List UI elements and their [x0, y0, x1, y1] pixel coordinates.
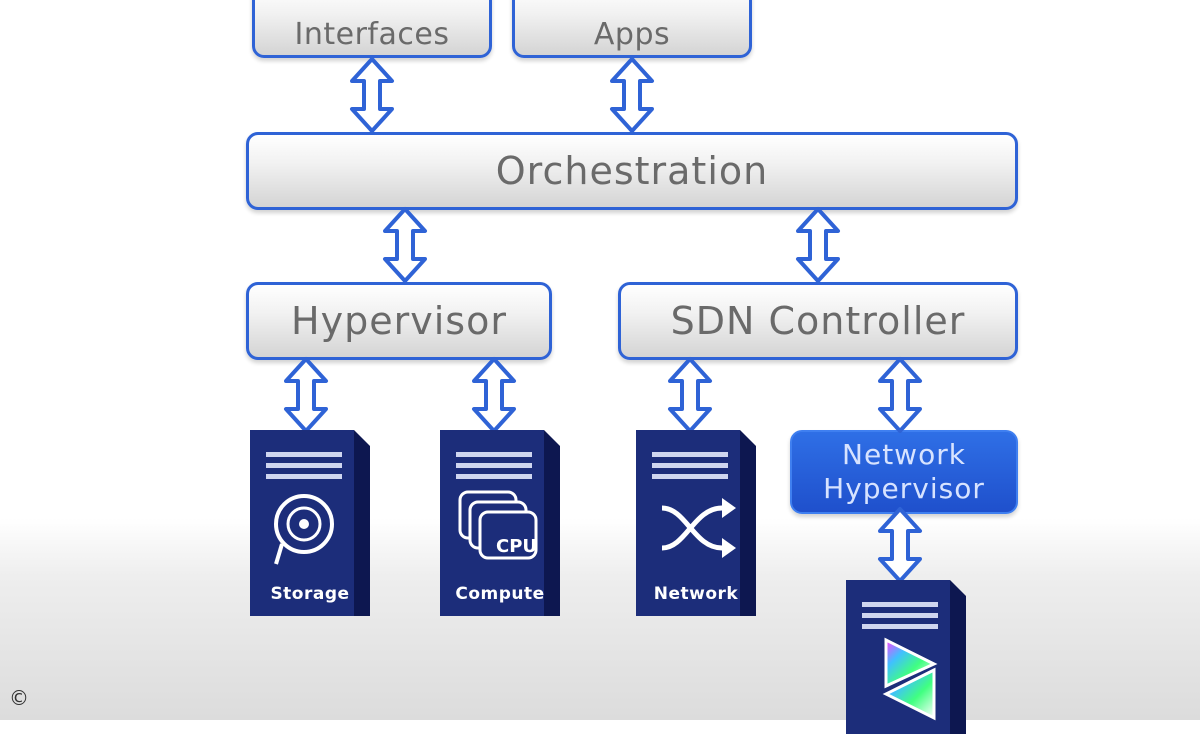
- orchestration-label: Orchestration: [495, 149, 769, 193]
- network-server: Network: [632, 424, 760, 620]
- hypervisor-label: Hypervisor: [291, 299, 507, 343]
- storage-server: Storage: [246, 424, 374, 620]
- user-interfaces-label: Interfaces: [294, 17, 450, 52]
- sdn-controller-box: SDN Controller: [618, 282, 1018, 360]
- double-arrow-icon: [878, 507, 922, 583]
- network-device-server: [842, 574, 970, 738]
- hypervisor-box: Hypervisor: [246, 282, 552, 360]
- copyright-symbol: ©: [9, 686, 29, 710]
- compute-label: Compute: [455, 584, 545, 604]
- double-arrow-icon: [472, 357, 516, 433]
- double-arrow-icon: [668, 357, 712, 433]
- double-arrow-icon: [796, 207, 840, 283]
- sdn-controller-label: SDN Controller: [670, 299, 966, 343]
- connector-arrows: [284, 57, 922, 583]
- orchestration-box: Orchestration: [246, 132, 1018, 210]
- double-arrow-icon: [878, 357, 922, 433]
- network-label: Network: [653, 584, 739, 604]
- apps-label: Apps: [593, 17, 671, 52]
- apps-box: Apps: [512, 0, 752, 58]
- double-arrow-icon: [610, 57, 654, 133]
- triangle-logo-icon: [882, 637, 938, 721]
- cpu-chip-label: CPU: [496, 536, 538, 557]
- double-arrow-icon: [350, 57, 394, 133]
- network-switch-icon: [661, 498, 736, 558]
- cpu-icon: [458, 490, 538, 560]
- network-hypervisor-line1: Network: [842, 438, 966, 471]
- user-interfaces-box: Interfaces: [252, 0, 492, 58]
- double-arrow-icon: [284, 357, 328, 433]
- storage-label: Storage: [270, 584, 350, 604]
- compute-server: CPU Compute: [436, 424, 564, 620]
- network-hypervisor-line2: Hypervisor: [823, 472, 985, 505]
- storage-disk-icon: [274, 494, 334, 565]
- network-hypervisor-box: Network Hypervisor: [790, 430, 1018, 514]
- double-arrow-icon: [383, 207, 427, 283]
